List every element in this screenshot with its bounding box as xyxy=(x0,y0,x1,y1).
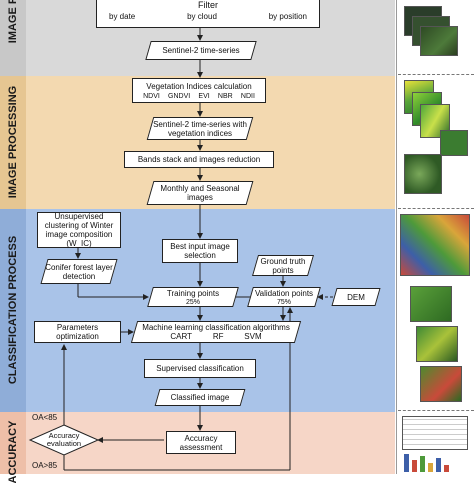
validation-points-pct: 75% xyxy=(276,299,291,306)
accuracy-assessment-box: Accuracy assessment xyxy=(166,431,236,454)
vi-ndvi: NDVI xyxy=(143,93,160,100)
vegetation-indices-box: Vegetation Indices calculation NDVI GNDV… xyxy=(132,78,266,103)
classified-image-node: Classified image xyxy=(157,389,243,406)
best-input-box: Best input image selection xyxy=(162,239,238,263)
label-col-accuracy xyxy=(0,412,26,474)
ml-cart: CART xyxy=(170,332,193,341)
conifer-layer-node: Conifer forest layer detection xyxy=(44,259,114,284)
accuracy-evaluation-label: Accuracy evaluation xyxy=(46,431,82,448)
thumb-accuracy-table xyxy=(402,416,468,450)
thumb-class-result-2 xyxy=(416,326,458,362)
vi-evi: EVI xyxy=(198,93,210,100)
filter-box: Filter by date by cloud by position xyxy=(96,0,320,28)
label-col-image-processing xyxy=(0,76,26,209)
validation-points-node: Validation points 75% xyxy=(250,287,318,307)
filter-by-position: by position xyxy=(268,12,307,21)
s2-timeseries-node: Sentinel-2 time-series xyxy=(148,41,254,60)
bar-4 xyxy=(428,463,433,472)
thumb-column-divider xyxy=(396,0,397,474)
s2-with-vi-node: Sentinel-2 time-series with vegetation i… xyxy=(150,117,250,140)
thumb-class-result-3 xyxy=(420,366,462,402)
thumb-timeseries-3 xyxy=(420,26,458,56)
filter-by-date: by date xyxy=(109,12,136,21)
vegetation-indices-title: Vegetation Indices calculation xyxy=(146,82,252,91)
thumb-dotted-sep-1 xyxy=(398,74,474,75)
bar-1 xyxy=(404,454,409,472)
filter-by-cloud: by cloud xyxy=(187,12,217,21)
oa-low-label: OA<85 xyxy=(32,413,58,422)
thumb-dotted-sep-3 xyxy=(398,410,474,411)
monthly-seasonal-node: Monthly and Seasonal images xyxy=(150,181,250,205)
thumb-class-result-1 xyxy=(410,286,452,322)
ml-algorithms-title: Machine learning classification algorith… xyxy=(142,323,290,332)
training-points-node: Training points 25% xyxy=(150,287,236,307)
thumb-classification-map xyxy=(400,214,470,276)
bar-2 xyxy=(412,460,417,472)
ground-truth-node: Ground truth points xyxy=(255,255,311,276)
validation-points-label: Validation points xyxy=(254,289,314,298)
vi-gndvi: GNDVI xyxy=(168,93,191,100)
thumb-dotted-sep-2 xyxy=(398,208,474,209)
bar-5 xyxy=(436,458,441,472)
ml-algorithms-node: Machine learning classification algorith… xyxy=(134,321,298,343)
training-points-pct: 25% xyxy=(185,299,200,306)
bands-stack-box: Bands stack and images reduction xyxy=(124,151,274,168)
bar-3 xyxy=(420,456,425,472)
thumb-vi-3 xyxy=(420,104,450,138)
ml-svm: SVM xyxy=(244,332,262,341)
filter-title: Filter xyxy=(198,0,218,10)
dem-node: DEM xyxy=(334,288,378,306)
label-col-image-pre xyxy=(0,0,26,76)
training-points-label: Training points xyxy=(166,289,220,298)
decision-diamond xyxy=(28,424,100,456)
label-col-classification xyxy=(0,209,26,412)
bar-6 xyxy=(444,465,449,472)
oa-high-label: OA>85 xyxy=(32,461,58,470)
vi-ndii: NDII xyxy=(240,93,255,100)
vi-nbr: NBR xyxy=(217,93,233,100)
thumb-accuracy-bars xyxy=(404,452,468,472)
thumb-seasonal-2 xyxy=(404,154,442,194)
parameters-optimization-box: Parameters optimization xyxy=(34,321,121,343)
thumb-seasonal-1 xyxy=(440,130,468,156)
supervised-classification-box: Supervised classification xyxy=(144,359,256,378)
unsupervised-clustering-box: Unsupervised clustering of Winter image … xyxy=(37,212,121,248)
ml-rf: RF xyxy=(212,332,224,341)
